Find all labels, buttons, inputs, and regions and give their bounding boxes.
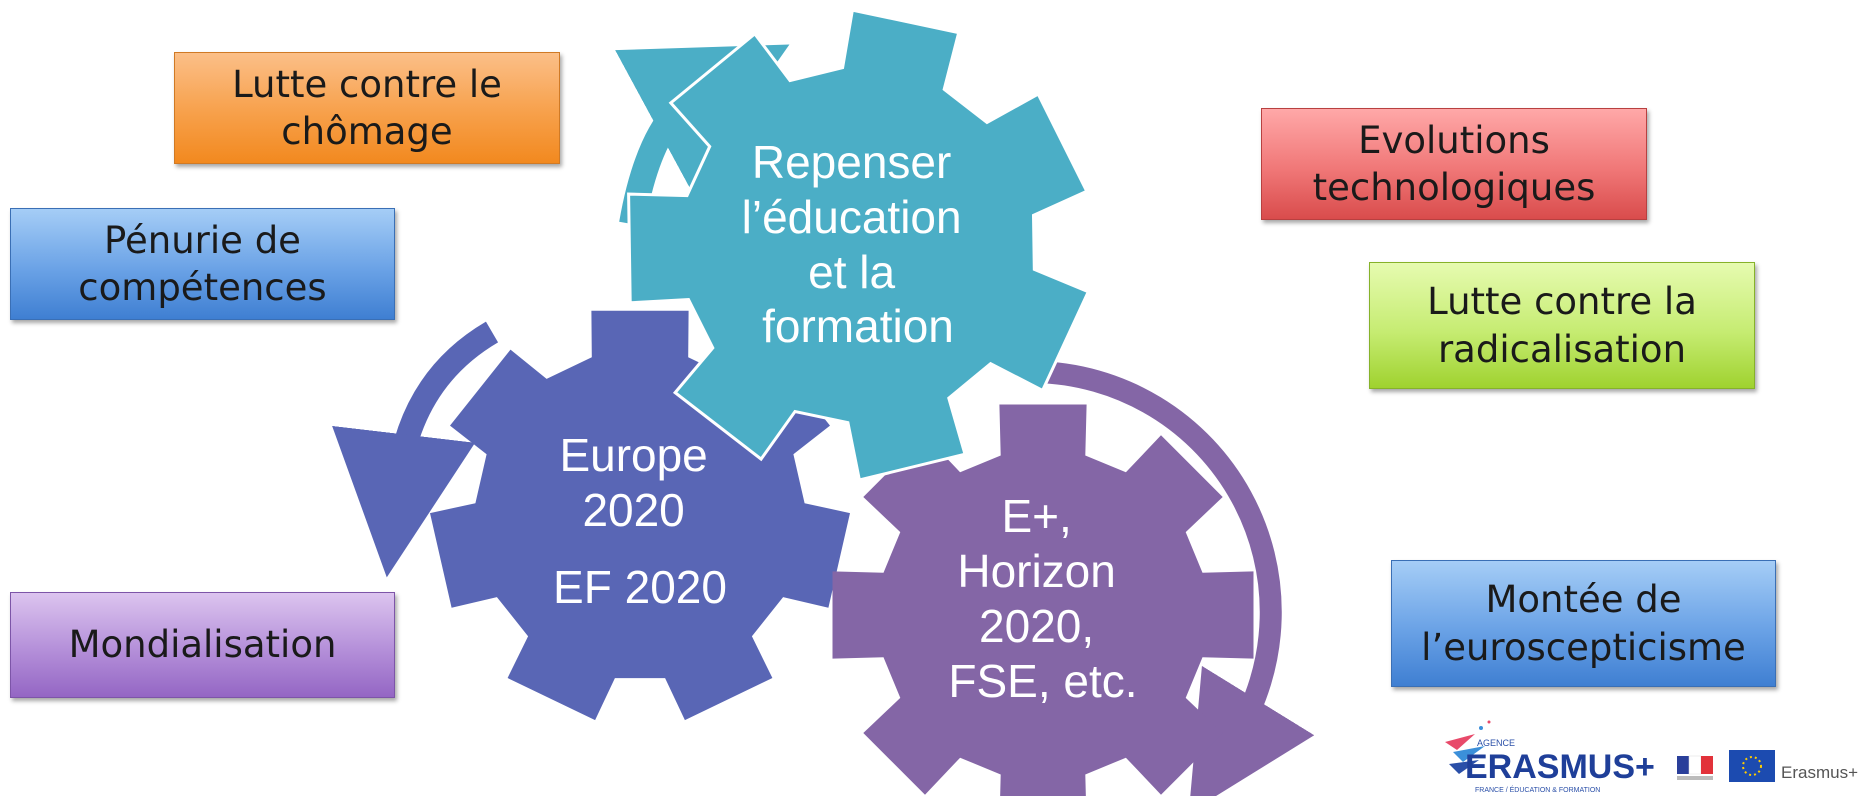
svg-text:AGENCE: AGENCE xyxy=(1477,738,1515,748)
svg-text:FRANCE / ÉDUCATION & FORMATION: FRANCE / ÉDUCATION & FORMATION xyxy=(1475,785,1600,794)
erasmus-logo: AGENCE ERASMUS+ FRANCE / ÉDUCATION & FOR… xyxy=(1445,720,1858,794)
eu-flag-icon xyxy=(1729,750,1775,782)
gear-e-plus-horizon xyxy=(832,404,1254,796)
svg-text:ERASMUS+: ERASMUS+ xyxy=(1465,748,1655,786)
gear-label-horizon: E+, Horizon 2020, FSE, etc. xyxy=(948,490,1137,707)
box-mondialisation: Mondialisation xyxy=(10,592,395,698)
svg-text:Erasmus+: Erasmus+ xyxy=(1781,763,1858,782)
cycle-arrow-right xyxy=(1034,361,1315,796)
gear-label-europe: Europe 2020 EF 2020 xyxy=(553,429,727,613)
stars-icon xyxy=(1445,720,1491,774)
gear-label-repenser: Repenser l’éducation et la formation xyxy=(742,136,975,352)
gear-repenser xyxy=(627,8,1091,482)
cycle-arrow-left xyxy=(332,321,499,578)
france-flag-icon xyxy=(1677,755,1713,780)
